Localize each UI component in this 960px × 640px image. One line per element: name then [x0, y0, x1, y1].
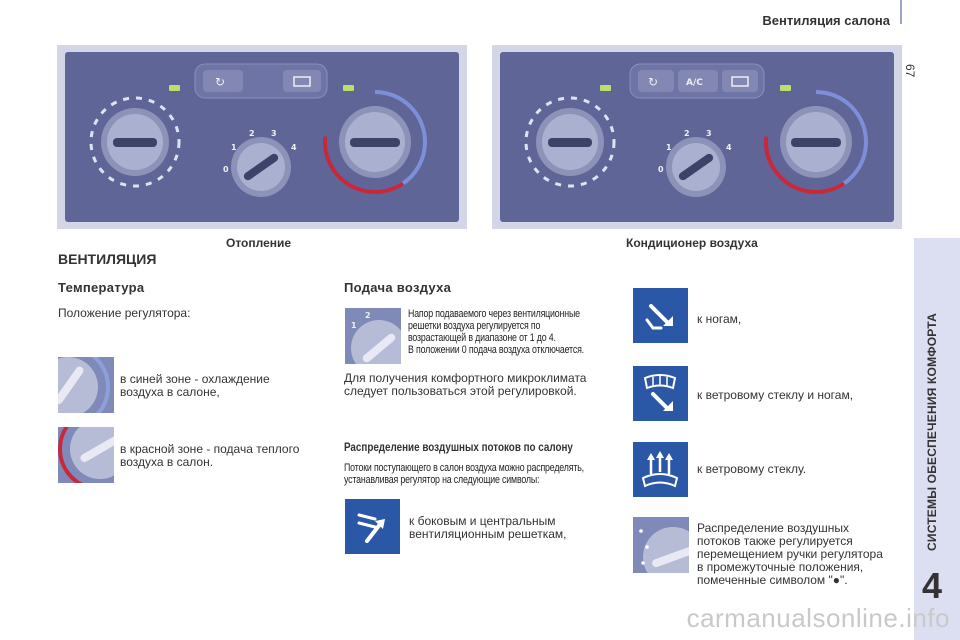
intermediate-knob-image	[633, 517, 689, 573]
feet-text: к ногам,	[697, 312, 742, 326]
svg-text:2: 2	[365, 311, 371, 320]
fan-speed-mark: 2	[684, 129, 690, 138]
windscreen-text: к ветровому стеклу.	[697, 462, 807, 476]
ac-controls-image: ↻ A/C 0 1 2 3 4	[524, 63, 868, 197]
fan-speed-mark: 4	[726, 143, 732, 152]
windscreen-icon	[633, 442, 688, 497]
fan-speed-mark: 0	[223, 165, 229, 174]
fan-knob-image: 1 2	[345, 308, 401, 364]
heating-controls-image: ↻ 0 1 2 3 4	[89, 63, 427, 197]
windscreen-feet-text: к ветровому стеклу и ногам,	[697, 388, 854, 402]
header-divider	[900, 0, 902, 24]
air-supply-title: Подача воздуха	[344, 280, 452, 295]
fan-speed-mark: 3	[271, 129, 277, 138]
blue-zone-text: в синей зоне - охлаждение воздуха в сало…	[120, 372, 270, 399]
vents-icon	[345, 499, 400, 554]
fan-speed-mark: 0	[658, 165, 664, 174]
red-zone-knob-image	[58, 427, 114, 483]
svg-text:↻: ↻	[648, 75, 658, 89]
section-title: ВЕНТИЛЯЦИЯ	[58, 251, 157, 267]
side-center-text: к боковым и центральным вентиляционным р…	[409, 514, 567, 541]
distribution-note: Потоки поступающего в салон воздуха можн…	[344, 462, 584, 486]
heating-panel-photo: ↻ 0 1 2 3 4	[57, 45, 467, 229]
ac-button-label: A/C	[686, 78, 703, 88]
air-supply-note: Напор подаваемого через вентиляционные р…	[408, 308, 584, 356]
fan-speed-mark: 1	[231, 143, 237, 152]
page-number: 67	[903, 64, 917, 78]
windscreen-feet-icon	[633, 366, 688, 421]
fan-speed-mark: 3	[706, 129, 712, 138]
chapter-title: СИСТЕМЫ ОБЕСПЕЧЕНИЯ КОМФОРТА	[925, 313, 939, 551]
svg-text:1: 1	[351, 321, 357, 330]
chapter-sidebar	[914, 238, 960, 640]
feet-icon	[633, 288, 688, 343]
ac-caption: Кондиционер воздуха	[626, 236, 758, 250]
red-zone-text: в красной зоне - подача теплого воздуха …	[120, 442, 300, 469]
temperature-intro: Положение регулятора:	[58, 306, 191, 320]
blue-zone-knob-image	[58, 357, 114, 413]
svg-text:↻: ↻	[215, 75, 225, 89]
watermark: carmanualsonline.info	[686, 603, 950, 633]
ac-panel-photo: ↻ A/C 0 1 2 3 4	[492, 45, 902, 229]
header-title: Вентиляция салона	[762, 13, 890, 28]
heating-caption: Отопление	[226, 236, 292, 250]
fan-speed-mark: 4	[291, 143, 297, 152]
intermediate-text: Распределение воздушных потоков также ре…	[697, 521, 883, 587]
temperature-title: Температура	[58, 280, 145, 295]
chapter-number: 4	[922, 565, 943, 606]
air-supply-comfort: Для получения комфортного микроклимата с…	[344, 371, 587, 398]
fan-speed-mark: 1	[666, 143, 672, 152]
distribution-title: Распределение воздушных потоков по салон…	[344, 440, 573, 454]
fan-speed-mark: 2	[249, 129, 255, 138]
